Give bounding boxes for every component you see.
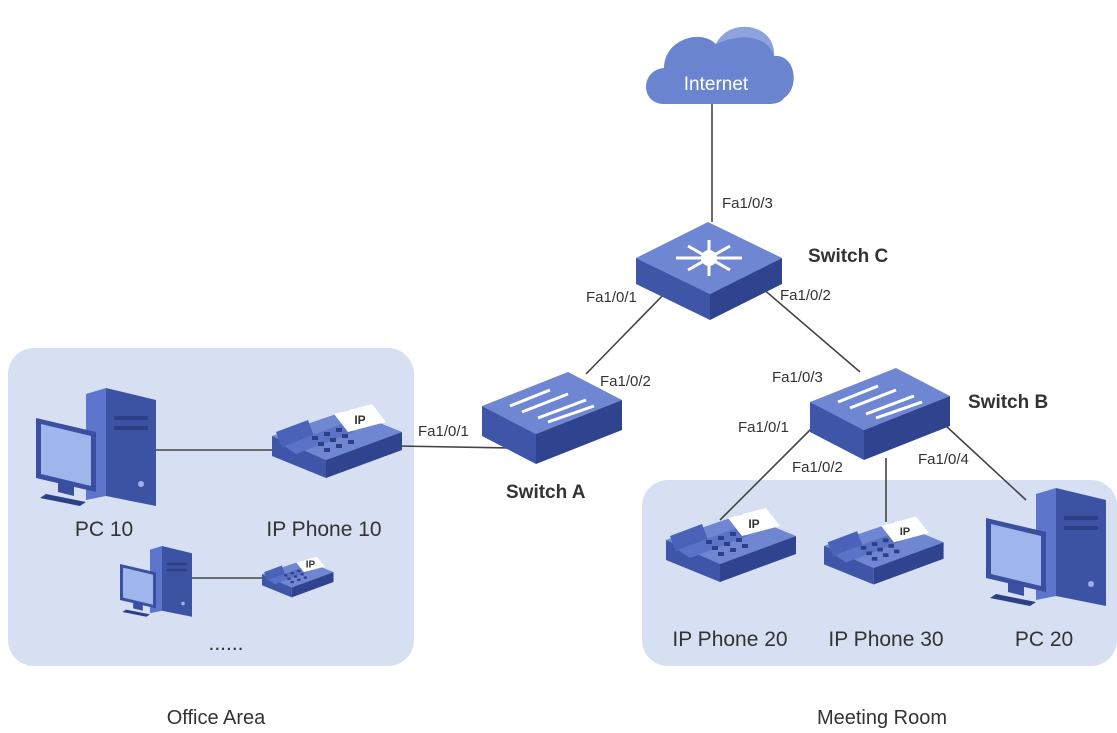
port-c-fa3: Fa1/0/3 <box>722 195 773 212</box>
link-switch-c-switch-a <box>585 289 669 375</box>
office-area-box <box>8 348 414 666</box>
switch-a-icon <box>482 372 622 464</box>
link-switch-b-pc20 <box>945 425 1027 501</box>
more-devices-ellipsis: ...... <box>208 632 243 655</box>
svg-text:IP: IP <box>748 517 759 531</box>
ip-phone-10-icon: IP <box>272 404 402 478</box>
link-switch-c-switch-b <box>761 287 861 373</box>
ip-phone-20-label: IP Phone 20 <box>672 628 787 651</box>
link-switch-b-phone20 <box>719 423 817 521</box>
port-a-fa1: Fa1/0/1 <box>418 423 469 440</box>
svg-text:IP: IP <box>354 413 365 427</box>
svg-text:IP: IP <box>900 526 910 538</box>
port-b-fa1: Fa1/0/1 <box>738 419 789 436</box>
ip-phone-30-label: IP Phone 30 <box>828 628 943 651</box>
office-area-label: Office Area <box>167 707 266 729</box>
meeting-room-label: Meeting Room <box>817 707 947 729</box>
internet-cloud-icon: Internet <box>646 26 794 104</box>
ip-phone-10-label: IP Phone 10 <box>266 518 381 541</box>
port-c-fa2: Fa1/0/2 <box>780 287 831 304</box>
port-b-fa4: Fa1/0/4 <box>918 451 969 468</box>
internet-label: Internet <box>684 74 749 95</box>
switch-c-label: Switch C <box>808 246 889 267</box>
svg-text:IP: IP <box>306 560 316 571</box>
small-ip-phone-icon: IP <box>262 556 334 598</box>
port-b-fa3: Fa1/0/3 <box>772 369 823 386</box>
port-b-fa2: Fa1/0/2 <box>792 459 843 476</box>
switch-a-label: Switch A <box>506 482 586 503</box>
port-a-fa2: Fa1/0/2 <box>600 373 651 390</box>
switch-b-label: Switch B <box>968 392 1048 413</box>
pc10-label: PC 10 <box>75 518 133 541</box>
ip-phone-20-icon: IP <box>666 508 796 582</box>
switch-b-icon <box>810 368 950 460</box>
ip-phone-30-icon: IP <box>824 516 944 585</box>
switch-c-icon <box>636 222 782 320</box>
port-c-fa1: Fa1/0/1 <box>586 289 637 306</box>
link-switch-a-phone10 <box>395 445 511 449</box>
pc20-label: PC 20 <box>1015 628 1073 651</box>
